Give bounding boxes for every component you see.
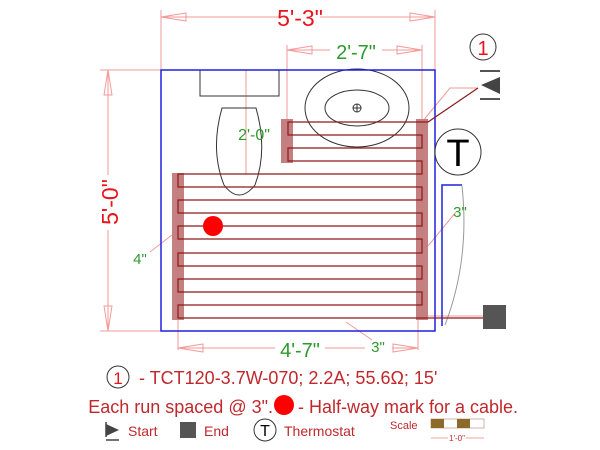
- legend-halfway-note: - Half-way mark for a cable.: [298, 397, 518, 417]
- dim-bottom-offset: 3": [371, 339, 385, 356]
- dim-upper-mat: 2'-7": [336, 42, 376, 64]
- legend-callout-number: 1: [113, 369, 122, 388]
- door: [441, 184, 462, 326]
- dim-left-offset: 4": [133, 251, 147, 268]
- scale-bar: [430, 418, 485, 439]
- door-swing-arc: [444, 185, 465, 326]
- dim-toilet-clearance: 2'-0": [238, 127, 270, 144]
- start-marker-icon: [480, 70, 500, 100]
- legend-thermostat-label: Thermostat: [284, 423, 355, 439]
- heating-cable: [177, 87, 483, 319]
- thermostat-letter: T: [446, 133, 469, 175]
- toilet-tank: [199, 69, 280, 97]
- thermostat-icon: [434, 128, 482, 176]
- legend-scale-value: 1'-0": [449, 434, 465, 443]
- legend-cable-spec: - TCT120-3.7W-070; 2.2A; 55.6Ω; 15': [139, 368, 437, 388]
- legend-scale-label: Scale: [390, 420, 418, 432]
- legend-thermostat-icon: [253, 418, 277, 442]
- dimension-lines: [100, 10, 483, 353]
- room-walls: [160, 69, 436, 332]
- legend-halfway-icon: [274, 395, 294, 415]
- end-marker-icon: [483, 305, 506, 329]
- dim-lower-mat: 4'-7": [280, 340, 320, 362]
- legend-end-icon: [180, 422, 196, 438]
- dim-overall-height: 5'-0": [97, 179, 123, 225]
- legend-end-label: End: [204, 423, 229, 439]
- legend-spacing-note: Each run spaced @ 3".: [88, 397, 273, 417]
- legend-start-icon: [105, 422, 119, 441]
- legend-thermostat-letter: T: [260, 423, 270, 440]
- legend-start-label: Start: [128, 423, 158, 439]
- halfway-mark: [203, 216, 223, 236]
- callout-circle: [469, 33, 497, 61]
- dim-overall-width: 5'-3": [277, 5, 323, 31]
- toilet-bowl: [215, 107, 263, 196]
- callout-number: 1: [477, 38, 488, 60]
- legend-callout-circle: [106, 365, 130, 389]
- sink-outer: [304, 68, 410, 148]
- sink-basin: [324, 89, 390, 127]
- dim-right-offset: 3": [453, 204, 467, 221]
- fixtures: [199, 68, 465, 326]
